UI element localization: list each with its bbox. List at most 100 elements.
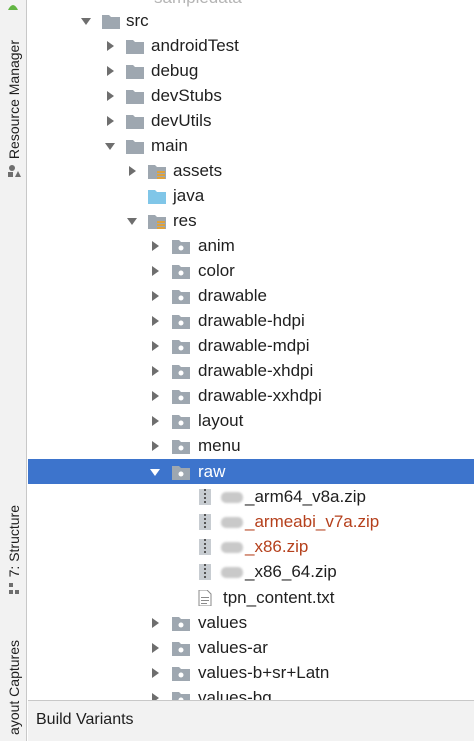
tree-label: tpn_content.txt: [223, 588, 335, 607]
text-file-icon: [198, 589, 212, 606]
chevron-right-icon[interactable]: [104, 115, 116, 127]
layout-captures-label: ayout Captures: [5, 640, 22, 735]
tree-row-devstubs[interactable]: devStubs: [28, 83, 474, 108]
chevron-down-icon[interactable]: [149, 466, 161, 478]
file-name: _armeabi_v7a.zip: [245, 512, 380, 531]
tree-row-zip-x86-64[interactable]: _x86_64.zip: [28, 559, 474, 584]
tree-row-menu[interactable]: menu: [28, 433, 474, 458]
java-folder-icon: [148, 189, 166, 204]
tree-row-raw[interactable]: raw: [28, 459, 474, 484]
tree-label: values: [198, 613, 248, 632]
zip-file-icon: [199, 563, 211, 580]
tree-row-drawable-mdpi[interactable]: drawable-mdpi: [28, 333, 474, 358]
project-tree: sampledata src androidTest debug devStub…: [28, 0, 474, 700]
tree-row-values-b-sr-latn[interactable]: values-b+sr+Latn: [28, 660, 474, 685]
chevron-right-icon[interactable]: [104, 90, 116, 102]
chevron-right-icon[interactable]: [149, 315, 161, 327]
package-folder-icon: [172, 666, 190, 681]
chevron-right-icon[interactable]: [149, 340, 161, 352]
chevron-right-icon[interactable]: [149, 290, 161, 302]
package-folder-icon: [172, 364, 190, 379]
tree-label: assets: [173, 161, 223, 180]
chevron-right-icon[interactable]: [149, 617, 161, 629]
package-folder-icon: [172, 239, 190, 254]
folder-icon: [126, 139, 144, 154]
tree-row-drawable-hdpi[interactable]: drawable-hdpi: [28, 308, 474, 333]
tree-row-main[interactable]: main: [28, 133, 474, 158]
chevron-right-icon[interactable]: [149, 365, 161, 377]
resource-manager-label: Resource Manager: [5, 40, 22, 160]
tree-row-tpn-content[interactable]: tpn_content.txt: [28, 585, 474, 610]
tree-row-values-ar[interactable]: values-ar: [28, 635, 474, 660]
tree-row-layout[interactable]: layout: [28, 408, 474, 433]
tree-row-java[interactable]: java: [28, 183, 474, 208]
tree-row-color[interactable]: color: [28, 258, 474, 283]
tree-row-devutils[interactable]: devUtils: [28, 108, 474, 133]
tree-row-drawable-xxhdpi[interactable]: drawable-xxhdpi: [28, 383, 474, 408]
package-folder-icon: [172, 616, 190, 631]
chevron-right-icon[interactable]: [149, 240, 161, 252]
resource-folder-icon: [148, 214, 166, 229]
tree-row-anim[interactable]: anim: [28, 233, 474, 258]
tree-row-src[interactable]: src: [28, 8, 474, 33]
tree-row-assets[interactable]: assets: [28, 158, 474, 183]
chevron-right-icon[interactable]: [149, 265, 161, 277]
chevron-right-icon[interactable]: [126, 165, 138, 177]
tree-row-zip-x86[interactable]: _x86.zip: [28, 534, 474, 559]
tree-row-debug[interactable]: debug: [28, 58, 474, 83]
tree-label: res: [173, 211, 197, 230]
chevron-right-icon[interactable]: [149, 415, 161, 427]
chevron-down-icon[interactable]: [80, 15, 92, 27]
tree-row-values-bg[interactable]: values-bg: [28, 685, 474, 700]
folder-icon: [126, 114, 144, 129]
chevron-right-icon[interactable]: [104, 65, 116, 77]
package-folder-icon: [172, 414, 190, 429]
chevron-right-icon[interactable]: [149, 692, 161, 701]
layout-captures-tab[interactable]: ayout Captures: [0, 640, 27, 735]
tree-label: devStubs: [151, 86, 222, 105]
zip-file-icon: [199, 488, 211, 505]
chevron-down-icon[interactable]: [104, 140, 116, 152]
chevron-right-icon[interactable]: [149, 390, 161, 402]
chevron-down-icon[interactable]: [126, 215, 138, 227]
tree-label: drawable-mdpi: [198, 336, 310, 355]
redacted-prefix: [221, 542, 243, 554]
tree-label: devUtils: [151, 111, 212, 130]
tree-row-zip-armeabi[interactable]: _armeabi_v7a.zip: [28, 509, 474, 534]
package-folder-icon: [172, 465, 190, 480]
structure-tab[interactable]: 7: Structure: [0, 505, 27, 596]
tree-label: _arm64_v8a.zip: [221, 484, 366, 509]
chevron-right-icon[interactable]: [149, 642, 161, 654]
tree-label: drawable-hdpi: [198, 311, 305, 330]
tree-label: debug: [151, 61, 199, 80]
chevron-right-icon[interactable]: [104, 40, 116, 52]
resource-folder-icon: [148, 164, 166, 179]
folder-icon: [126, 39, 144, 54]
tree-label: values-b+sr+Latn: [198, 663, 330, 682]
tree-row-values[interactable]: values: [28, 610, 474, 635]
package-folder-icon: [172, 314, 190, 329]
resource-manager-tab[interactable]: Resource Manager: [0, 40, 27, 178]
chevron-right-icon[interactable]: [149, 667, 161, 679]
zip-file-icon: [199, 513, 211, 530]
folder-icon: [126, 64, 144, 79]
tree-label: java: [173, 186, 205, 205]
redacted-prefix: [221, 567, 243, 579]
structure-icon: [8, 583, 19, 595]
tree-row-drawable-xhdpi[interactable]: drawable-xhdpi: [28, 358, 474, 383]
tree-label: drawable-xhdpi: [198, 361, 314, 380]
tree-label: raw: [198, 462, 226, 481]
tree-row-androidtest[interactable]: androidTest: [28, 33, 474, 58]
folder-icon: [126, 89, 144, 104]
structure-label: 7: Structure: [5, 505, 22, 578]
file-name: _x86_64.zip: [245, 562, 337, 581]
tree-row-drawable[interactable]: drawable: [28, 283, 474, 308]
tree-row-zip-arm64[interactable]: _arm64_v8a.zip: [28, 484, 474, 509]
build-variants-tab[interactable]: Build Variants: [36, 711, 134, 728]
tree-label: src: [126, 11, 149, 30]
tree-label: main: [151, 136, 188, 155]
tree-row-res[interactable]: res: [28, 208, 474, 233]
folder-icon: [102, 14, 120, 29]
package-folder-icon: [172, 439, 190, 454]
chevron-right-icon[interactable]: [149, 440, 161, 452]
